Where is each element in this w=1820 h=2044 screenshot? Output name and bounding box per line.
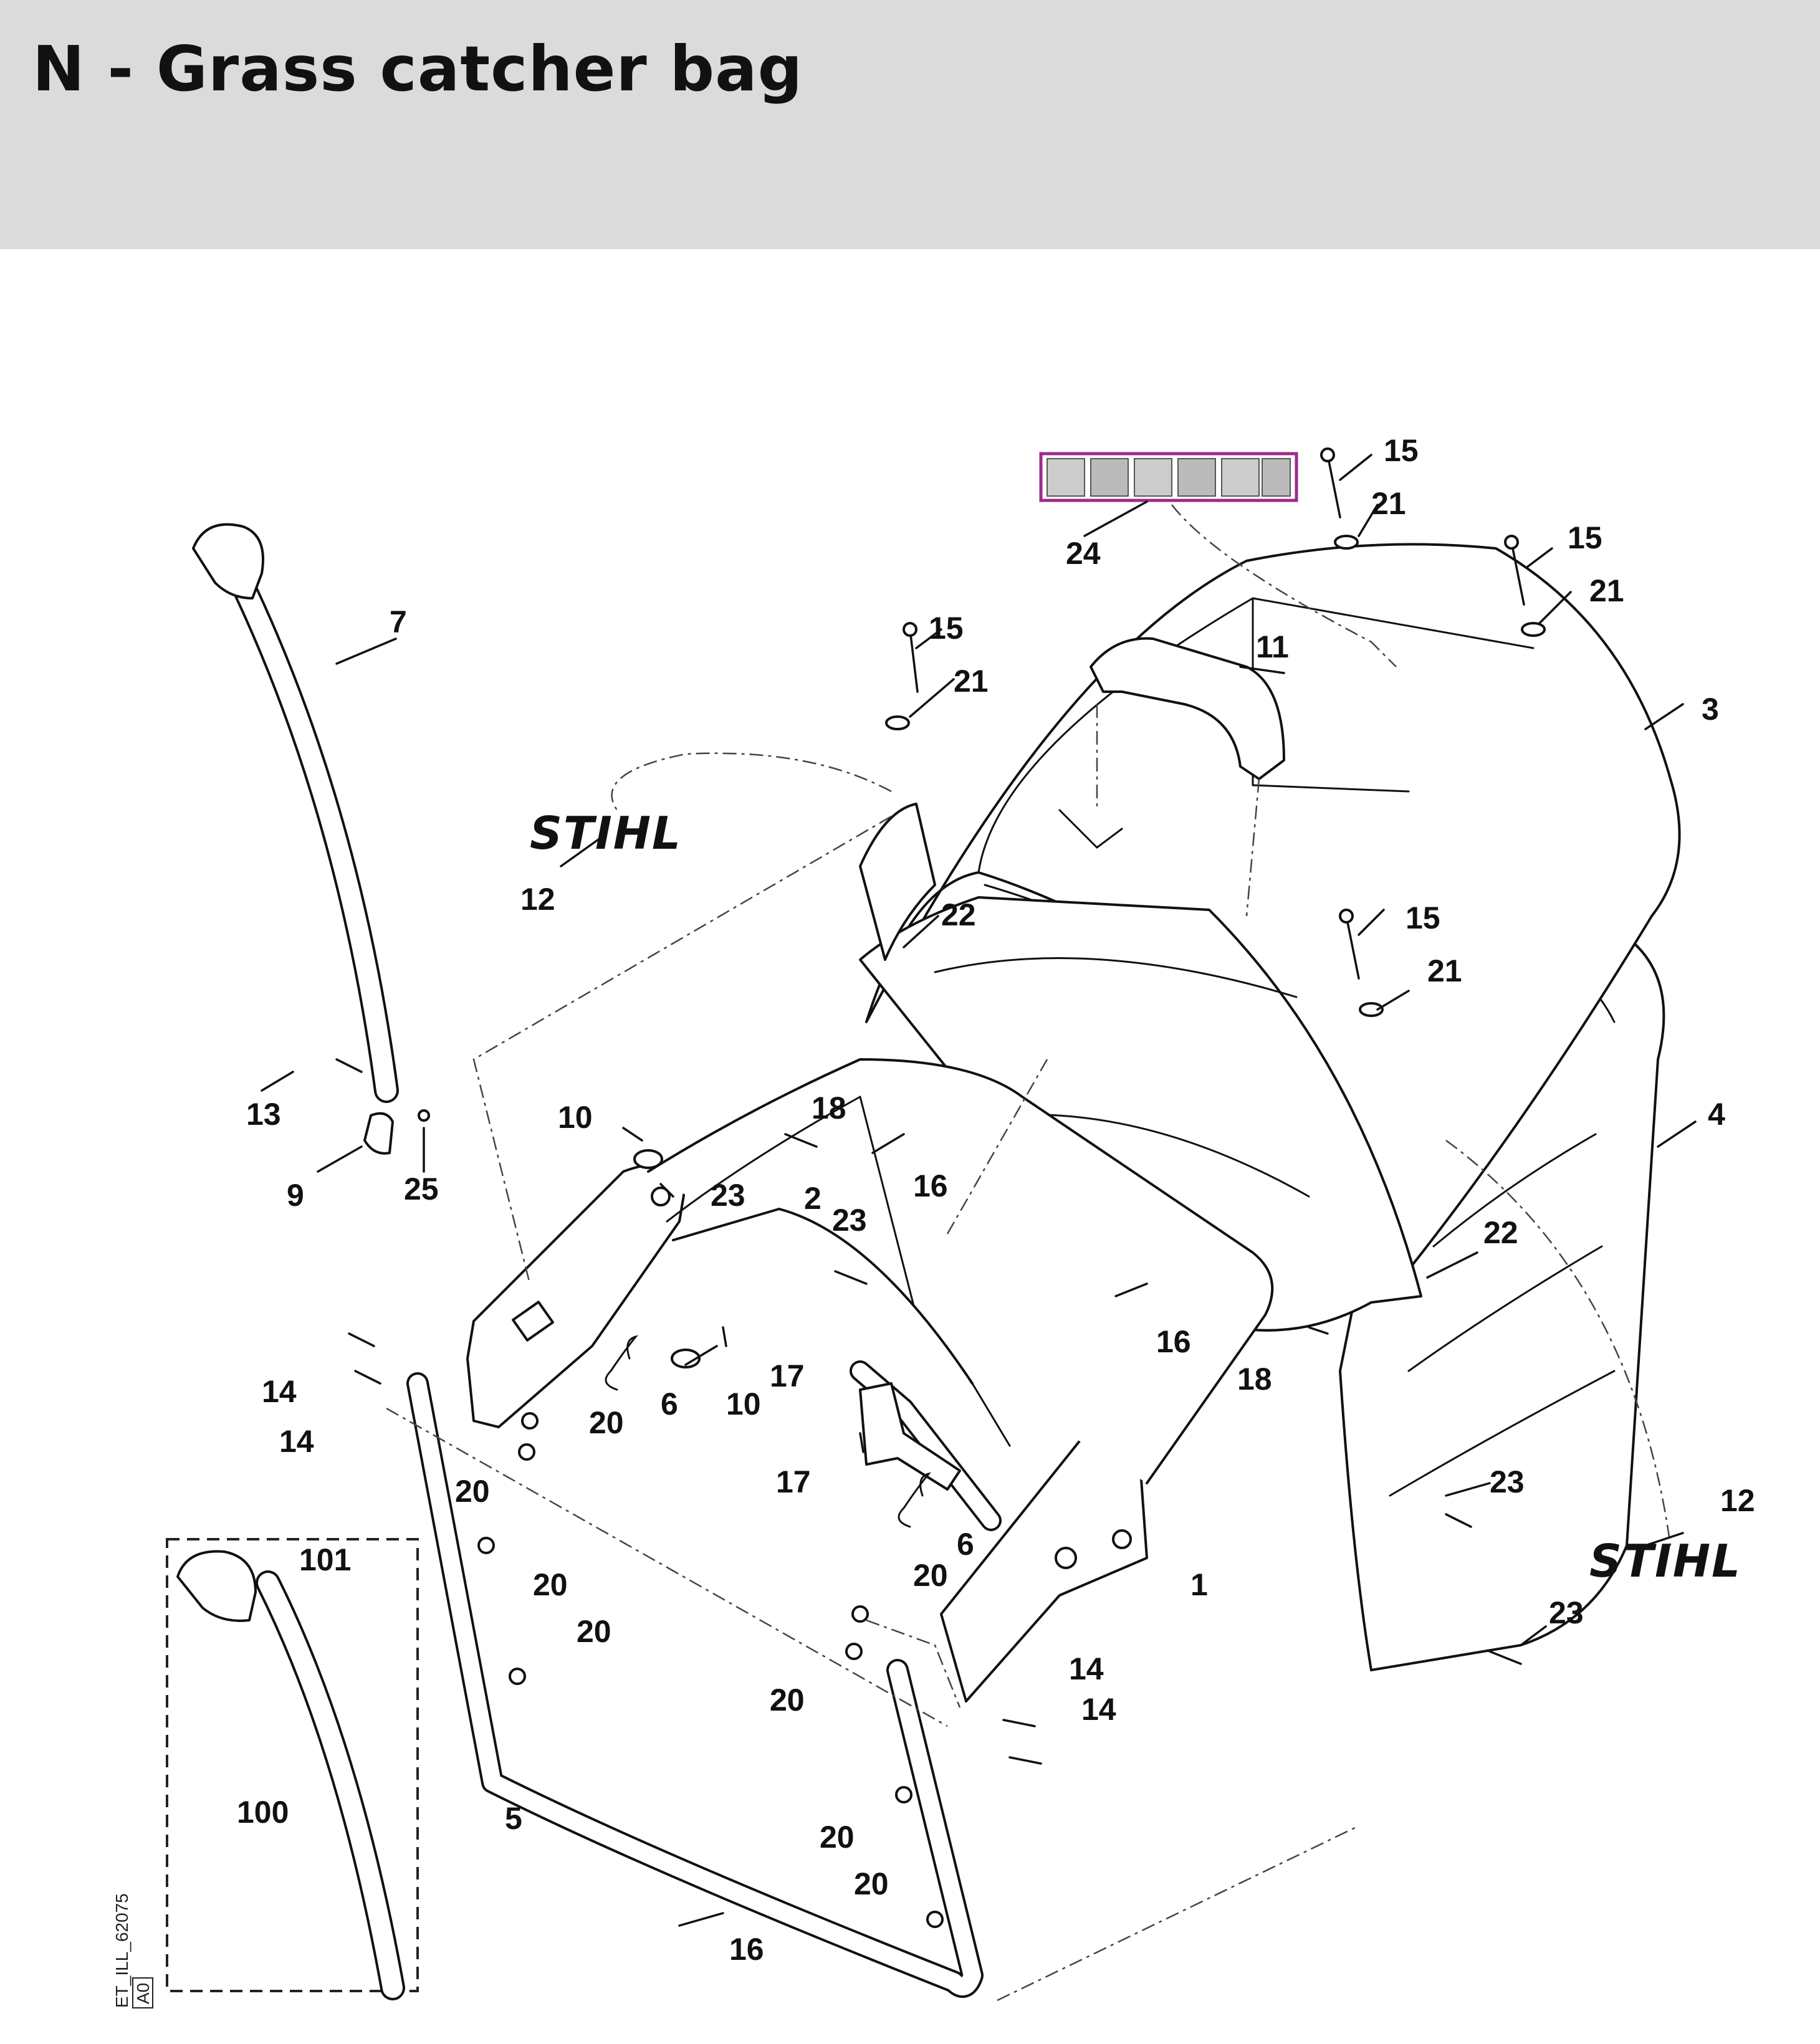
bolts [335, 447, 1525, 1927]
callout-13: 13 [246, 1097, 281, 1132]
callout-9: 9 [287, 1178, 304, 1213]
callout-101: 101 [299, 1542, 351, 1577]
callout-10b: 10 [726, 1387, 761, 1421]
callout-14d: 14 [1081, 1692, 1116, 1727]
callout-22a: 22 [941, 897, 976, 932]
callout-6b: 6 [957, 1527, 974, 1562]
callout-100: 100 [237, 1795, 289, 1830]
callout-15a: 15 [1384, 433, 1419, 468]
center-bracket [859, 1382, 961, 1491]
callout-4: 4 [1708, 1097, 1725, 1132]
stihl-decal-left: STIHL [530, 807, 682, 859]
lid-handle [1058, 637, 1285, 849]
callout-24: 24 [1066, 536, 1101, 571]
callout-14c: 14 [1069, 1651, 1104, 1686]
callout-23d: 23 [1549, 1595, 1584, 1630]
callout-10a: 10 [558, 1100, 593, 1135]
callout-11: 11 [1256, 629, 1289, 664]
drawing-revision: A0 [133, 1983, 153, 2004]
callout-3: 3 [1702, 692, 1719, 727]
callout-12a: 12 [520, 882, 555, 917]
washers-and-nuts [363, 535, 1546, 1928]
callout-21a: 21 [1371, 486, 1406, 521]
assembly-lines [386, 504, 1672, 2002]
callout-6a: 6 [661, 1387, 678, 1421]
callout-23b: 23 [832, 1203, 867, 1238]
stihl-decal-right: STIHL [1589, 1535, 1741, 1587]
drawing-code: ET_ILL_62075 [112, 1893, 132, 2008]
callout-15b: 15 [1568, 520, 1602, 555]
handle-tube [192, 523, 399, 1103]
bag-frame [647, 1058, 1274, 1484]
callout-7: 7 [390, 604, 407, 639]
callout-20e: 20 [913, 1558, 948, 1593]
bag-inner-frame [859, 803, 1422, 1332]
safety-label [1039, 452, 1298, 502]
callout-labels: 1 2 3 4 5 6 6 7 9 10 10 11 12 12 13 14 1… [237, 433, 1755, 1967]
page-title: N - Grass catcher bag [32, 32, 803, 105]
callout-20i: 20 [770, 1683, 805, 1717]
header-banner: N - Grass catcher bag [0, 0, 1820, 249]
callout-20b: 20 [455, 1474, 490, 1509]
callout-16a: 16 [913, 1168, 948, 1203]
callout-16c: 16 [729, 1932, 764, 1967]
callout-20h: 20 [854, 1866, 889, 1901]
callout-5: 5 [505, 1801, 522, 1836]
callout-17b: 17 [776, 1464, 811, 1499]
callout-16b: 16 [1156, 1324, 1191, 1359]
callout-21b: 21 [1589, 573, 1624, 608]
callout-18b: 18 [1237, 1362, 1272, 1397]
optional-handle-kit [176, 1550, 405, 2000]
callout-20a: 20 [589, 1405, 624, 1440]
callout-17a: 17 [770, 1359, 805, 1393]
callout-1: 1 [1190, 1567, 1208, 1602]
callout-12b: 12 [1720, 1483, 1755, 1518]
callout-2: 2 [804, 1181, 821, 1216]
springs [605, 1335, 931, 1528]
callout-18a: 18 [812, 1091, 846, 1125]
left-side-bracket [466, 1163, 687, 1428]
drawing-reference: ET_ILL_62075 A0 [112, 1893, 153, 2008]
callout-23a: 23 [711, 1178, 745, 1213]
callout-16d: 16 [1156, 1324, 1191, 1359]
callout-20c: 20 [533, 1567, 568, 1602]
callout-15d: 15 [1406, 900, 1440, 935]
callout-22b: 22 [1483, 1215, 1518, 1250]
callout-23c: 23 [1490, 1464, 1525, 1499]
leader-lines [261, 454, 1697, 1646]
callout-21c: 21 [954, 664, 989, 699]
callout-14a: 14 [262, 1374, 297, 1409]
callout-15c: 15 [929, 611, 964, 646]
callout-14b: 14 [279, 1424, 314, 1459]
optional-kit-box [166, 1538, 419, 1992]
callout-21d: 21 [1427, 953, 1462, 988]
callout-20f: 20 [770, 1683, 805, 1717]
callout-20d: 20 [577, 1614, 611, 1649]
callout-25: 25 [404, 1172, 439, 1206]
lower-frame [406, 1360, 1002, 1998]
catcher-bag-body [1339, 921, 1665, 1671]
callout-20g: 20 [820, 1820, 855, 1855]
